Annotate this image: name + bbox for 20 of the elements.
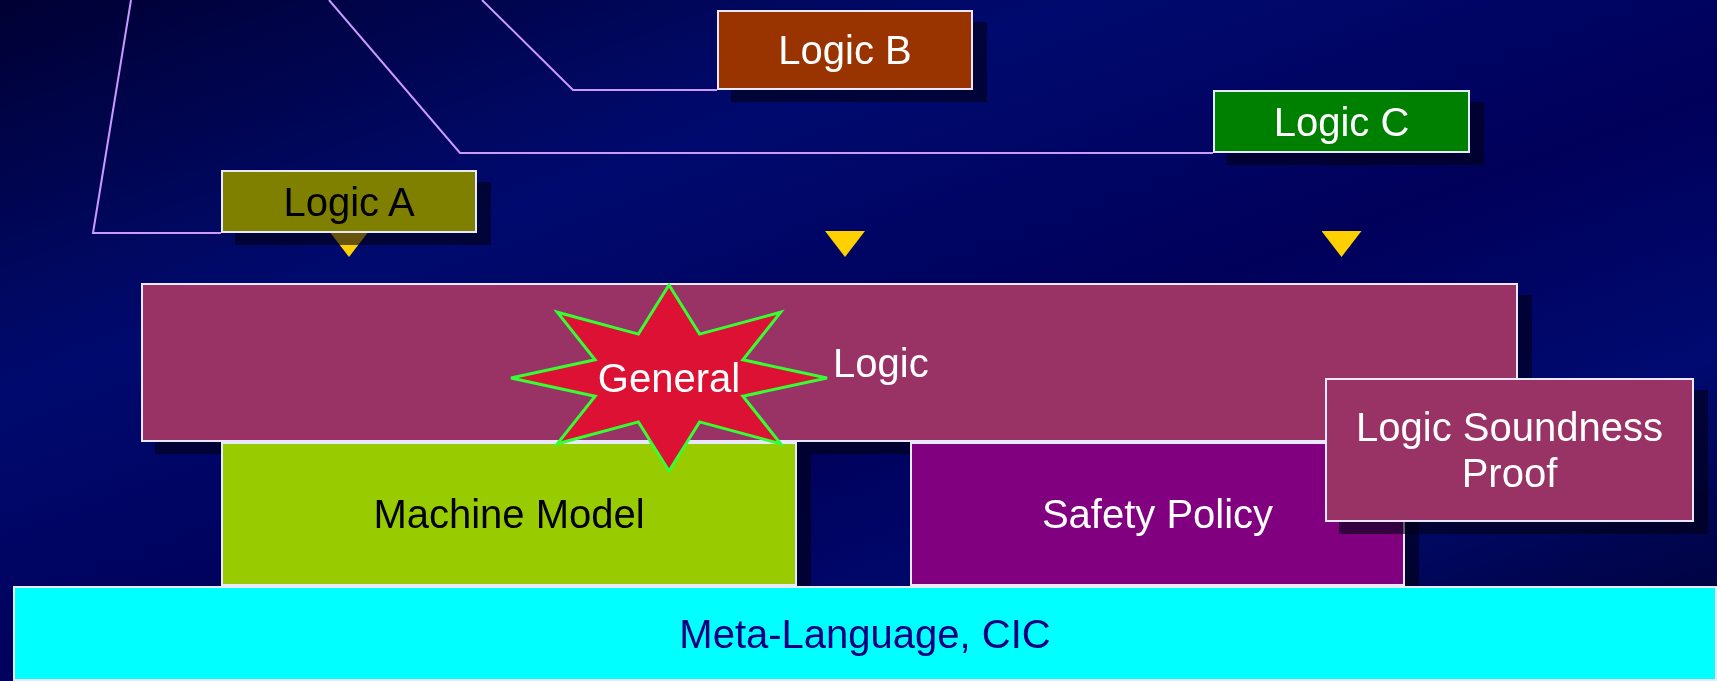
leader-line bbox=[91, 0, 222, 234]
layer-box bbox=[13, 586, 1717, 681]
node-text: Logic B bbox=[778, 27, 912, 73]
layer-box bbox=[1325, 378, 1694, 522]
leader-line bbox=[481, 0, 718, 91]
node-text: General bbox=[597, 355, 741, 401]
node-text: Logic bbox=[833, 339, 929, 386]
node-text: Safety Policy bbox=[1041, 491, 1274, 537]
arrow bbox=[329, 231, 369, 257]
node-text: Logic Soundness Proof bbox=[1355, 404, 1664, 496]
node-text: Machine Model bbox=[373, 491, 645, 537]
star-burst bbox=[509, 283, 829, 473]
layer-box bbox=[221, 442, 797, 586]
node-text: Meta-Language, CIC bbox=[679, 610, 1051, 657]
label-box bbox=[1213, 90, 1470, 153]
label-box bbox=[717, 10, 973, 90]
leader-line bbox=[328, 0, 1214, 154]
node-text: Logic A bbox=[283, 178, 415, 225]
node-text: Logic C bbox=[1273, 98, 1410, 145]
label-box bbox=[221, 170, 477, 233]
